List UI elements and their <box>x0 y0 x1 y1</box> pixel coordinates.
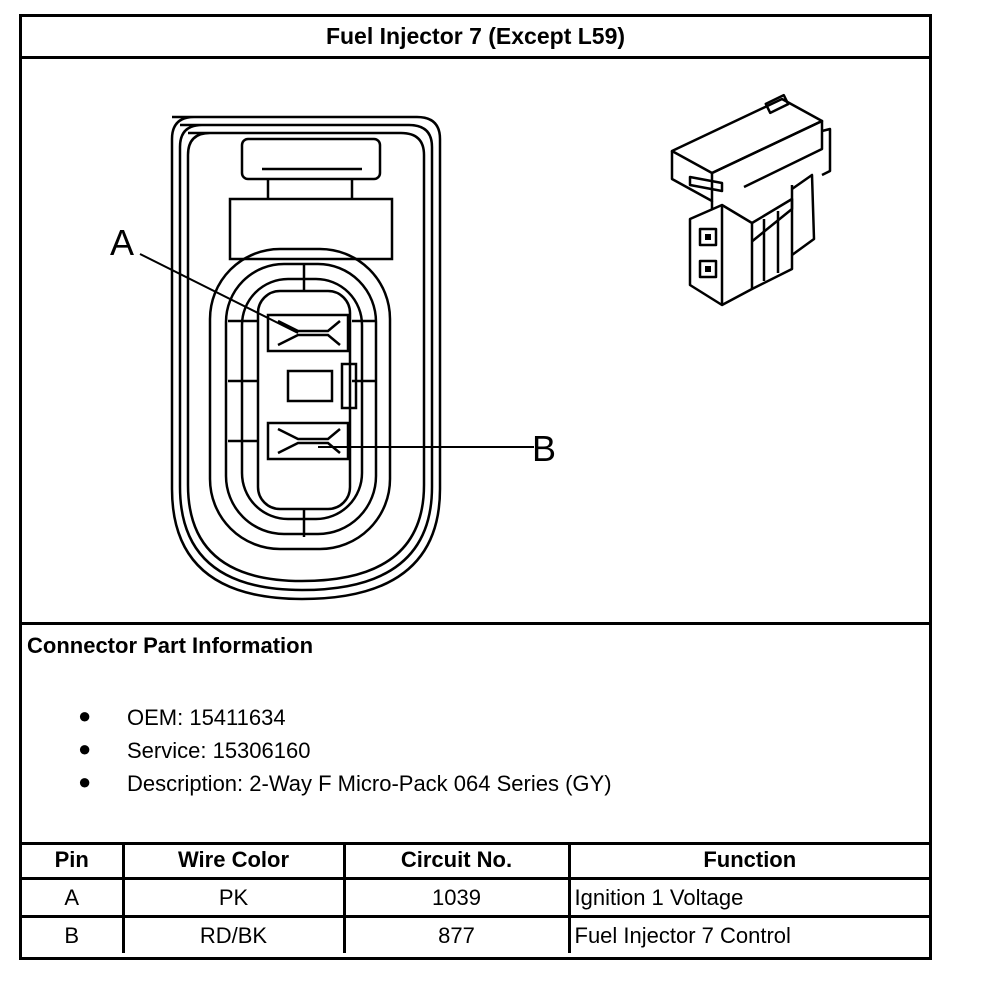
connector-part-info: Connector Part Information ● OEM: 154116… <box>22 625 929 845</box>
leader-line-a <box>139 253 299 334</box>
pin-label-b: B <box>532 428 556 469</box>
connector-diagram: A B <box>22 59 929 625</box>
key-tab <box>340 362 358 410</box>
seal-ring-inner <box>240 277 364 521</box>
pin-table: Pin Wire Color Circuit No. Function A PK… <box>22 842 929 953</box>
pin-label-a: A <box>110 222 134 263</box>
oem-part-number: OEM: 15411634 <box>127 705 286 730</box>
wire-color-cell: RD/BK <box>121 915 346 953</box>
column-header-pin: Pin <box>22 842 125 880</box>
bullet-icon: ● <box>78 769 92 794</box>
wire-color-cell: PK <box>121 877 346 918</box>
connector-3d-view <box>670 93 832 307</box>
housing-outline-outer <box>170 115 442 601</box>
seal-ring-mid <box>224 262 378 536</box>
column-header-circuit-no: Circuit No. <box>342 842 571 880</box>
pin-cell: B <box>22 915 125 953</box>
latch-block <box>240 137 382 181</box>
bullet-icon: ● <box>78 703 92 728</box>
terminal-b <box>266 421 350 461</box>
bullet-icon: ● <box>78 736 92 761</box>
connector-info-heading: Connector Part Information <box>27 633 314 658</box>
seal-ring-outer <box>208 247 392 551</box>
connector-face-drawing: A B <box>110 93 832 601</box>
connector-description: Description: 2-Way F Micro-Pack 064 Seri… <box>127 771 612 796</box>
housing-outline-mid <box>178 123 434 592</box>
terminal-a <box>266 313 350 353</box>
connector-sheet: Fuel Injector 7 (Except L59) <box>19 14 932 960</box>
column-header-wire-color: Wire Color <box>121 842 346 880</box>
housing-outline-inner <box>186 131 426 583</box>
column-header-function: Function <box>567 842 929 880</box>
service-part-number: Service: 15306160 <box>127 738 311 763</box>
table-row: A PK 1039 Ignition 1 Voltage <box>22 877 929 918</box>
page-title: Fuel Injector 7 (Except L59) <box>22 17 929 59</box>
table-header-row: Pin Wire Color Circuit No. Function <box>22 842 929 880</box>
circuit-no-cell: 877 <box>342 915 571 953</box>
key-slot <box>286 369 334 403</box>
function-cell: Ignition 1 Voltage <box>567 877 929 918</box>
pin-cell: A <box>22 877 125 918</box>
function-cell: Fuel Injector 7 Control <box>567 915 929 953</box>
table-row: B RD/BK 877 Fuel Injector 7 Control <box>22 915 929 953</box>
circuit-no-cell: 1039 <box>342 877 571 918</box>
